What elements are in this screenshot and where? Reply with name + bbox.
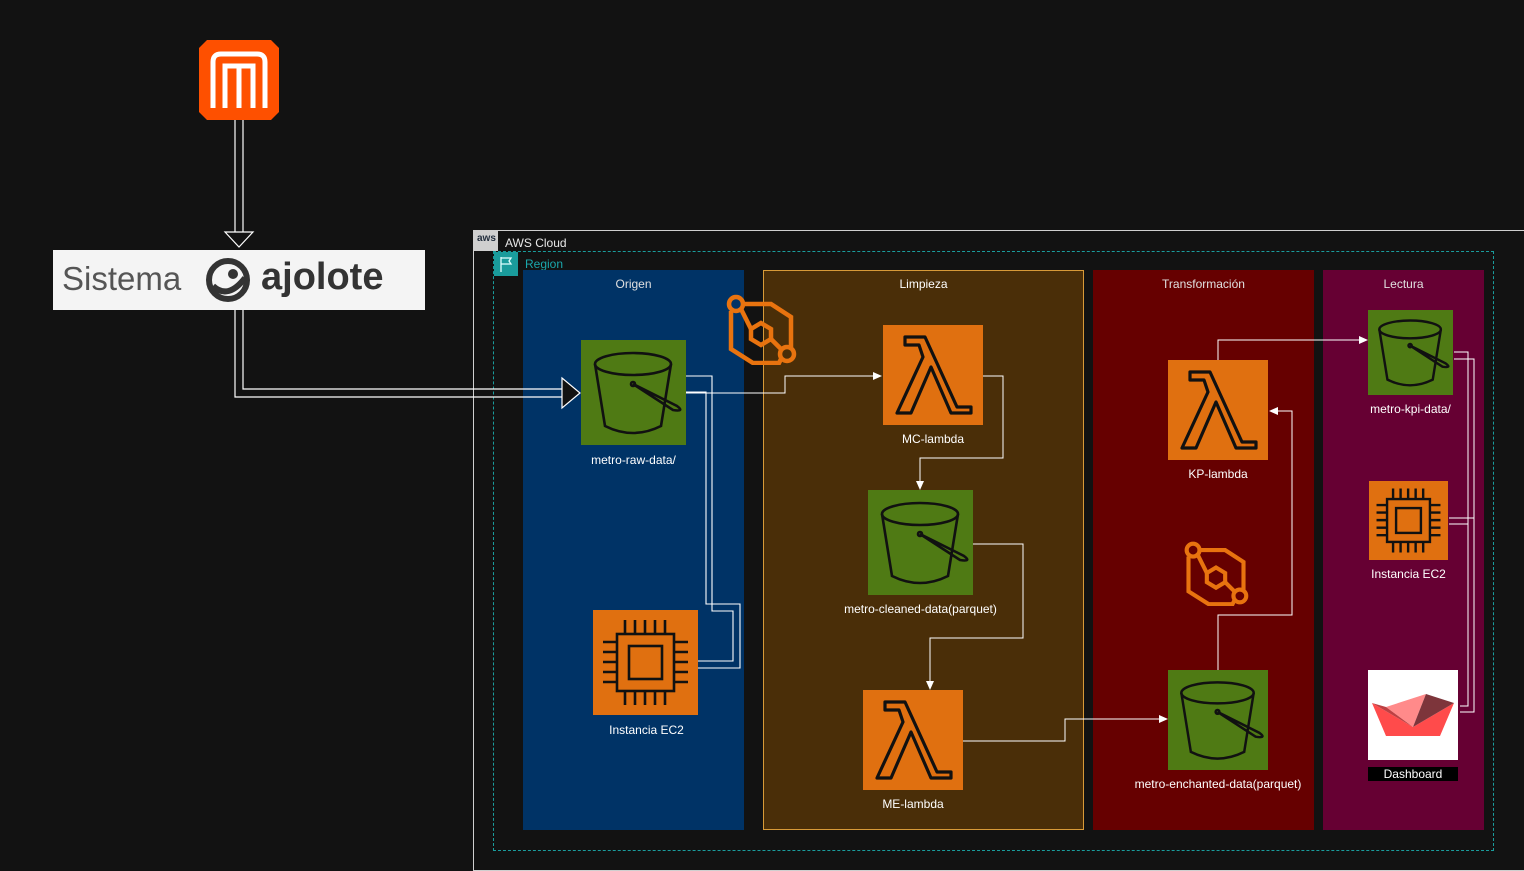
ec2-lectura-chip-icon[interactable]: [1369, 481, 1448, 560]
raw-bucket-s3-icon[interactable]: [581, 340, 686, 445]
ajolote-logo-icon: [203, 256, 253, 304]
origen-title: Origen: [615, 277, 652, 291]
lectura-title: Lectura: [1383, 277, 1424, 291]
metro-logo-icon: [199, 40, 279, 120]
glue-workflow-icon: [1183, 540, 1249, 607]
ajolote-brand: ajolote: [261, 256, 384, 298]
cleaned-bucket-label: metro-cleaned-data(parquet): [844, 602, 997, 616]
region-flag-icon: [494, 252, 518, 276]
ec2-origen-label: Instancia EC2: [609, 723, 684, 737]
me-lambda-icon[interactable]: [863, 690, 963, 790]
me-lambda-label: ME-lambda: [882, 797, 944, 811]
kpi-bucket-s3-icon[interactable]: [1368, 310, 1453, 395]
enchanted-bucket-s3-icon[interactable]: [1168, 670, 1268, 770]
kp-lambda-label: KP-lambda: [1188, 467, 1248, 481]
aws-badge-text: aws: [477, 233, 496, 244]
mc-lambda-label: MC-lambda: [901, 432, 964, 446]
limpieza-title: Limpieza: [899, 277, 948, 291]
sistema-ajolote-box: Sistema ajolote: [53, 250, 425, 310]
region-label: Region: [525, 257, 564, 271]
aws-logo-icon: aws: [474, 231, 498, 251]
ec2-lectura-label: Instancia EC2: [1371, 567, 1446, 581]
region-group: [493, 251, 1494, 851]
kp-lambda-icon[interactable]: [1168, 360, 1268, 460]
streamlit-icon[interactable]: [1368, 670, 1458, 760]
transformacion-title: Transformación: [1162, 277, 1245, 291]
aws-cloud-label: AWS Cloud: [505, 236, 567, 250]
enchanted-bucket-label: metro-enchanted-data(parquet): [1134, 777, 1302, 791]
mc-lambda-icon[interactable]: [883, 325, 983, 425]
ec2-origen-chip-icon[interactable]: [593, 610, 698, 715]
kpi-bucket-label: metro-kpi-data/: [1370, 402, 1451, 416]
glue-workflow-icon: [725, 293, 797, 366]
dashboard-label: Dashboard: [1368, 767, 1458, 781]
raw-bucket-label: metro-raw-data/: [591, 453, 676, 467]
cleaned-bucket-s3-icon[interactable]: [868, 490, 973, 595]
sistema-label: Sistema: [62, 260, 182, 297]
